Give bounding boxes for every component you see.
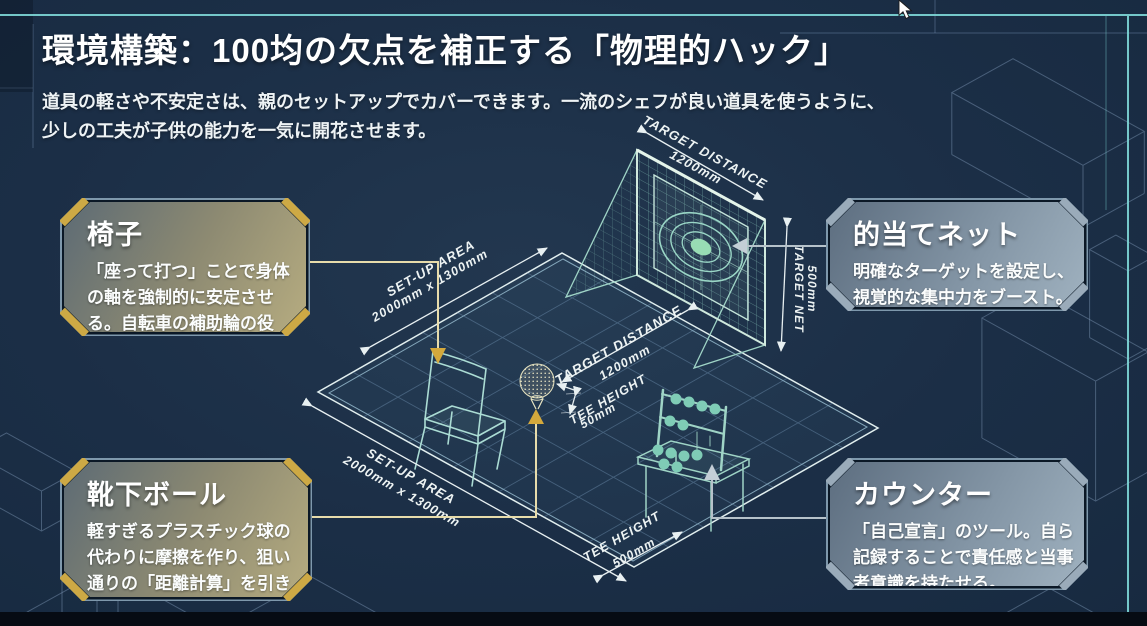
subtitle-line-1: 道具の軽さや不安定さは、親のセットアップでカバーできます。一流のシェフが良い道具…: [42, 92, 885, 112]
arrow-up-icon: [528, 409, 544, 424]
callout-counter-body: 「自己宣言」のツール。自ら記録することで責任感と当事者意識を持たせる。: [853, 522, 1074, 593]
abacus-beads: [652, 393, 721, 473]
footer-bar: [0, 612, 1147, 626]
callout-counter: カウンター 「自己宣言」のツール。自ら記録することで責任感と当事者意識を持たせる…: [826, 458, 1088, 590]
callout-connectors: [310, 238, 826, 519]
target-net-graphic: [564, 148, 766, 370]
background-hairlines: [0, 0, 1147, 148]
subtitle-line-2: 少しの工夫が子供の能力を一気に開花させます。: [42, 121, 437, 142]
arrow-left-icon: [732, 238, 747, 254]
dim-target-net-label: TARGET NET: [792, 245, 806, 333]
counter-abacus-graphic: [635, 388, 752, 532]
callout-sock-ball-title: 靴下ボール: [87, 480, 227, 510]
target-center: [690, 238, 712, 256]
callout-chair-title: 椅子: [87, 220, 143, 250]
target-rings: [658, 211, 744, 283]
callout-target-net-title: 的当てネット: [853, 220, 1021, 250]
callout-sock-ball: 靴下ボール 軽すぎるプラスチック球の代わりに摩擦を作り、狙い通りの「距離計算」を…: [60, 458, 312, 601]
callout-counter-title: カウンター: [853, 480, 993, 510]
cyan-frame-lines: [0, 14, 1147, 612]
page-subtitle: 道具の軽さや不安定さは、親のセットアップでカバーできます。一流のシェフが良い道具…: [42, 88, 962, 146]
mouse-cursor: [898, 0, 913, 20]
arrow-down-icon: [430, 348, 446, 364]
corner-shade: [0, 0, 33, 92]
callout-target-net-body: 明確なターゲットを設定し、視覚的な集中力をブースト。: [853, 262, 1074, 307]
page-title: 環境構築：100均の欠点を補正する「物理的ハック」: [42, 32, 849, 69]
callout-chair: 椅子 「座って打つ」ことで身体の軸を強制的に安定させる。自転車の補助輪の役割。: [60, 198, 310, 336]
callout-chair-body: 「座って打つ」ことで身体の軸を強制的に安定させる。自転車の補助輪の役割。: [87, 262, 290, 359]
callout-target-net: 的当てネット 明確なターゲットを設定し、視覚的な集中力をブースト。: [826, 198, 1088, 311]
dim-target-net-value: 500mm: [805, 265, 819, 312]
arrow-up-icon: [704, 464, 720, 480]
ball-tee-graphic: [519, 363, 555, 410]
